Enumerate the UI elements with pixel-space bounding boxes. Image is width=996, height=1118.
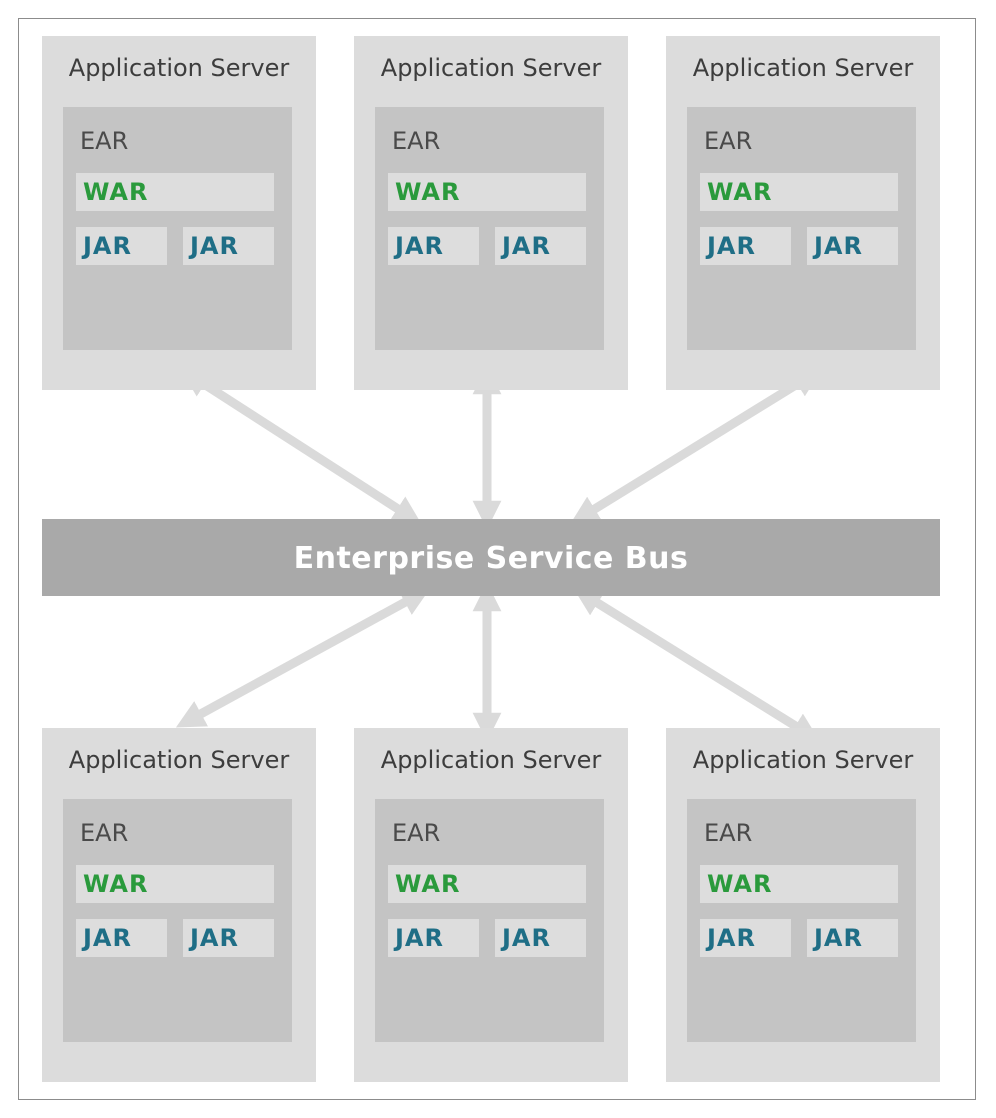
ear-label: EAR bbox=[704, 127, 753, 155]
enterprise-service-bus: Enterprise Service Bus bbox=[42, 519, 940, 596]
jar-module: JAR bbox=[388, 227, 479, 265]
war-module: WAR bbox=[76, 865, 274, 903]
application-server-1: Application Server EAR WAR JAR JAR bbox=[42, 36, 316, 390]
ear-container: EAR WAR JAR JAR bbox=[687, 107, 916, 350]
ear-container: EAR WAR JAR JAR bbox=[687, 799, 916, 1042]
ear-container: EAR WAR JAR JAR bbox=[63, 799, 292, 1042]
server-title: Application Server bbox=[380, 746, 602, 774]
jar-module: JAR bbox=[183, 919, 274, 957]
ear-container: EAR WAR JAR JAR bbox=[63, 107, 292, 350]
jar-label: JAR bbox=[707, 232, 756, 260]
server-title: Application Server bbox=[68, 746, 290, 774]
jar-label: JAR bbox=[395, 924, 444, 952]
jar-module: JAR bbox=[700, 227, 791, 265]
ear-container: EAR WAR JAR JAR bbox=[375, 799, 604, 1042]
application-server-2: Application Server EAR WAR JAR JAR bbox=[354, 36, 628, 390]
jar-label: JAR bbox=[814, 232, 863, 260]
war-module: WAR bbox=[76, 173, 274, 211]
application-server-4: Application Server EAR WAR JAR JAR bbox=[42, 728, 316, 1082]
jar-label: JAR bbox=[83, 924, 132, 952]
application-server-3: Application Server EAR WAR JAR JAR bbox=[666, 36, 940, 390]
server-title: Application Server bbox=[692, 54, 914, 82]
application-server-5: Application Server EAR WAR JAR JAR bbox=[354, 728, 628, 1082]
jar-module: JAR bbox=[388, 919, 479, 957]
war-label: WAR bbox=[395, 870, 461, 898]
jar-label: JAR bbox=[190, 232, 239, 260]
war-module: WAR bbox=[700, 173, 898, 211]
arrow-server-1-bus bbox=[180, 368, 422, 525]
war-module: WAR bbox=[388, 865, 586, 903]
jar-module: JAR bbox=[807, 919, 898, 957]
arrow-server-3-bus bbox=[570, 368, 822, 525]
ear-container: EAR WAR JAR JAR bbox=[375, 107, 604, 350]
war-label: WAR bbox=[83, 870, 149, 898]
server-title: Application Server bbox=[692, 746, 914, 774]
ear-label: EAR bbox=[704, 819, 753, 847]
jar-module: JAR bbox=[807, 227, 898, 265]
jar-module: JAR bbox=[76, 919, 167, 957]
arrow-server-4-bus bbox=[175, 588, 431, 728]
arrow-server-6-bus bbox=[573, 587, 820, 742]
jar-label: JAR bbox=[395, 232, 444, 260]
application-server-6: Application Server EAR WAR JAR JAR bbox=[666, 728, 940, 1082]
jar-module: JAR bbox=[76, 227, 167, 265]
server-title: Application Server bbox=[380, 54, 602, 82]
jar-module: JAR bbox=[700, 919, 791, 957]
jar-module: JAR bbox=[495, 919, 586, 957]
war-label: WAR bbox=[395, 178, 461, 206]
war-module: WAR bbox=[700, 865, 898, 903]
ear-label: EAR bbox=[80, 819, 129, 847]
jar-label: JAR bbox=[190, 924, 239, 952]
war-label: WAR bbox=[707, 178, 773, 206]
ear-label: EAR bbox=[392, 819, 441, 847]
jar-label: JAR bbox=[83, 232, 132, 260]
jar-label: JAR bbox=[707, 924, 756, 952]
jar-module: JAR bbox=[183, 227, 274, 265]
jar-module: JAR bbox=[495, 227, 586, 265]
war-label: WAR bbox=[83, 178, 149, 206]
jar-label: JAR bbox=[502, 924, 551, 952]
ear-label: EAR bbox=[392, 127, 441, 155]
bus-label: Enterprise Service Bus bbox=[293, 541, 689, 576]
war-label: WAR bbox=[707, 870, 773, 898]
jar-label: JAR bbox=[502, 232, 551, 260]
ear-label: EAR bbox=[80, 127, 129, 155]
war-module: WAR bbox=[388, 173, 586, 211]
server-title: Application Server bbox=[68, 54, 290, 82]
jar-label: JAR bbox=[814, 924, 863, 952]
